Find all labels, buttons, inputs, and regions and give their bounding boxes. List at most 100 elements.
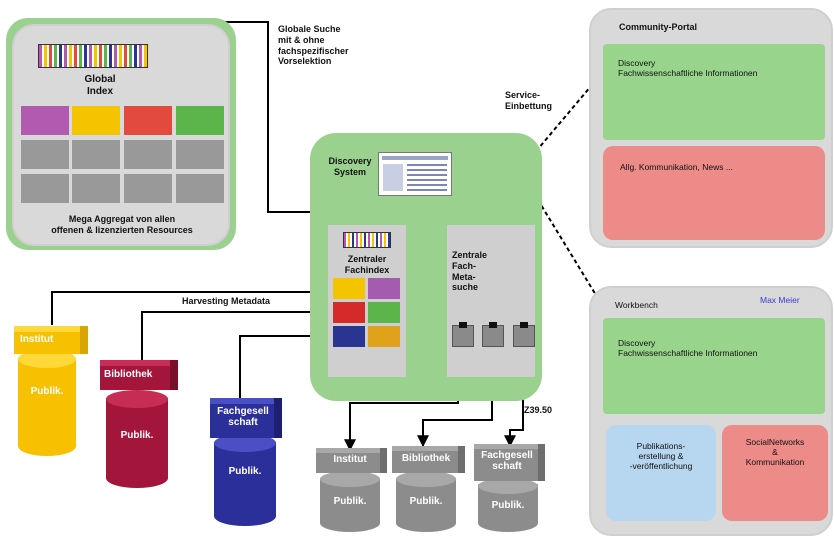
meta-connector-1 [452, 322, 474, 347]
source-fachgesellschaft-db: Publik. [228, 466, 262, 477]
grid-cell-purple [21, 106, 69, 135]
service-arrow-community [526, 59, 614, 163]
source-fachgesellschaft: Fachgesell schaft Publik. [206, 394, 296, 536]
workbench-publikation-block[interactable] [606, 425, 716, 521]
target-fachgesellschaft-name: Fachgesell schaft [481, 450, 533, 472]
harvest-line-fachgesellschaft [239, 330, 327, 400]
cylinder-top [106, 390, 168, 408]
global-search-label: Globale Suche mit & ohne fachspezifische… [278, 24, 349, 67]
tile-blue [333, 326, 365, 347]
source-institut: Institut Publik. [10, 318, 98, 463]
community-news-block[interactable] [603, 146, 825, 240]
workbench-title: Workbench [615, 300, 658, 310]
grid-cell-gray [72, 174, 120, 203]
grid-cell-gray [124, 140, 172, 169]
label-box-side [538, 444, 545, 481]
tile-purple [368, 278, 400, 299]
fachindex-barcode [343, 232, 391, 248]
source-bibliothek-name: Bibliothek [104, 369, 153, 380]
label-box [100, 360, 170, 390]
target-fachgesellschaft: Fachgesell schaft Publik. [474, 438, 554, 536]
community-discovery-label: Discovery Fachwissenschaftliche Informat… [618, 58, 758, 79]
grid-cell-red [124, 106, 172, 135]
zentraler-fachindex-label: Zentraler Fachindex [344, 254, 390, 275]
z3950-label: Z39.50 [524, 405, 553, 415]
grid-cell-gray [72, 140, 120, 169]
label-box-side [380, 448, 387, 473]
workbench-discovery-label: Discovery Fachwissenschaftliche Informat… [618, 338, 758, 359]
label-box [210, 398, 274, 438]
grid-cell-green [176, 106, 224, 135]
connector-plug [489, 322, 497, 328]
target-fachgesellschaft-db: Publik. [491, 500, 525, 511]
harvest-line-bibliothek [141, 306, 327, 365]
screen-results [407, 164, 447, 191]
grid-cell-gray [176, 174, 224, 203]
harvesting-label: Harvesting Metadata [182, 296, 271, 306]
label-box [14, 326, 80, 354]
label-box-side [170, 360, 178, 390]
meta-connector-3 [513, 322, 535, 347]
workbench-discovery-block[interactable] [603, 318, 825, 414]
cylinder-top [396, 471, 456, 487]
grid-cell-gray [21, 140, 69, 169]
label-box-side [458, 446, 465, 473]
cylinder-body [396, 478, 456, 532]
label-box-side [274, 398, 282, 438]
cylinder-body [320, 478, 380, 532]
tile-yellow [333, 278, 365, 299]
connector-plug [459, 322, 467, 328]
cylinder-body [18, 358, 76, 456]
target-bibliothek-db: Publik. [409, 496, 443, 507]
discovery-screen [378, 152, 452, 196]
global-index-barcode [38, 44, 148, 68]
target-institut-name: Institut [333, 454, 367, 465]
label-box [392, 446, 458, 473]
source-institut-name: Institut [20, 334, 54, 345]
connector-plug [520, 322, 528, 328]
source-institut-db: Publik. [30, 386, 64, 397]
grid-cell-gray [124, 174, 172, 203]
cylinder-body [106, 398, 168, 488]
workbench-user[interactable]: Max Meier [760, 295, 800, 305]
community-portal-title: Community-Portal [619, 22, 698, 32]
label-box-side [80, 326, 88, 354]
cylinder-top [478, 478, 538, 494]
source-fachgesellschaft-name: Fachgesell schaft [217, 406, 269, 428]
cylinder-body [214, 442, 276, 526]
screen-header [382, 156, 448, 160]
workbench-social-block[interactable] [722, 425, 828, 521]
cylinder-top [18, 350, 76, 368]
tile-green [368, 302, 400, 323]
cylinder-top [214, 434, 276, 452]
label-box [474, 444, 538, 481]
global-index-grid [21, 106, 225, 204]
community-news-label: Allg. Kommunikation, News ... [620, 162, 733, 172]
community-discovery-block[interactable] [603, 44, 825, 140]
global-index-title: Global Index [84, 74, 116, 97]
tile-red [333, 302, 365, 323]
workbench-publikation-label: Publikations- erstellung & -veröffentlic… [629, 441, 693, 472]
global-aggregate-caption: Mega Aggregat von allen offenen & lizenz… [51, 214, 193, 235]
source-bibliothek-db: Publik. [120, 430, 154, 441]
screen-sidebar [383, 164, 403, 191]
meta-connector-2 [482, 322, 504, 347]
tile-orange [368, 326, 400, 347]
workbench-social-label: SocialNetworks & Kommunikation [745, 437, 805, 468]
target-bibliothek-name: Bibliothek [401, 453, 451, 464]
zentrale-metasuche-label: Zentrale Fach- Meta- suche [452, 250, 488, 293]
target-bibliothek: Bibliothek Publik. [392, 440, 472, 536]
source-bibliothek: Bibliothek Publik. [98, 352, 188, 497]
discovery-system-title: Discovery System [328, 156, 372, 177]
zentrale-metasuche-box [447, 225, 535, 377]
zentraler-fachindex-box [328, 225, 406, 377]
harvest-line-institut [51, 286, 327, 325]
grid-cell-gray [176, 140, 224, 169]
grid-cell-yellow [72, 106, 120, 135]
target-institut: Institut Publik. [316, 444, 396, 536]
grid-cell-gray [21, 174, 69, 203]
fachindex-tiles [333, 278, 403, 350]
label-box [316, 448, 380, 473]
cylinder-top [320, 471, 380, 487]
target-institut-db: Publik. [333, 496, 367, 507]
